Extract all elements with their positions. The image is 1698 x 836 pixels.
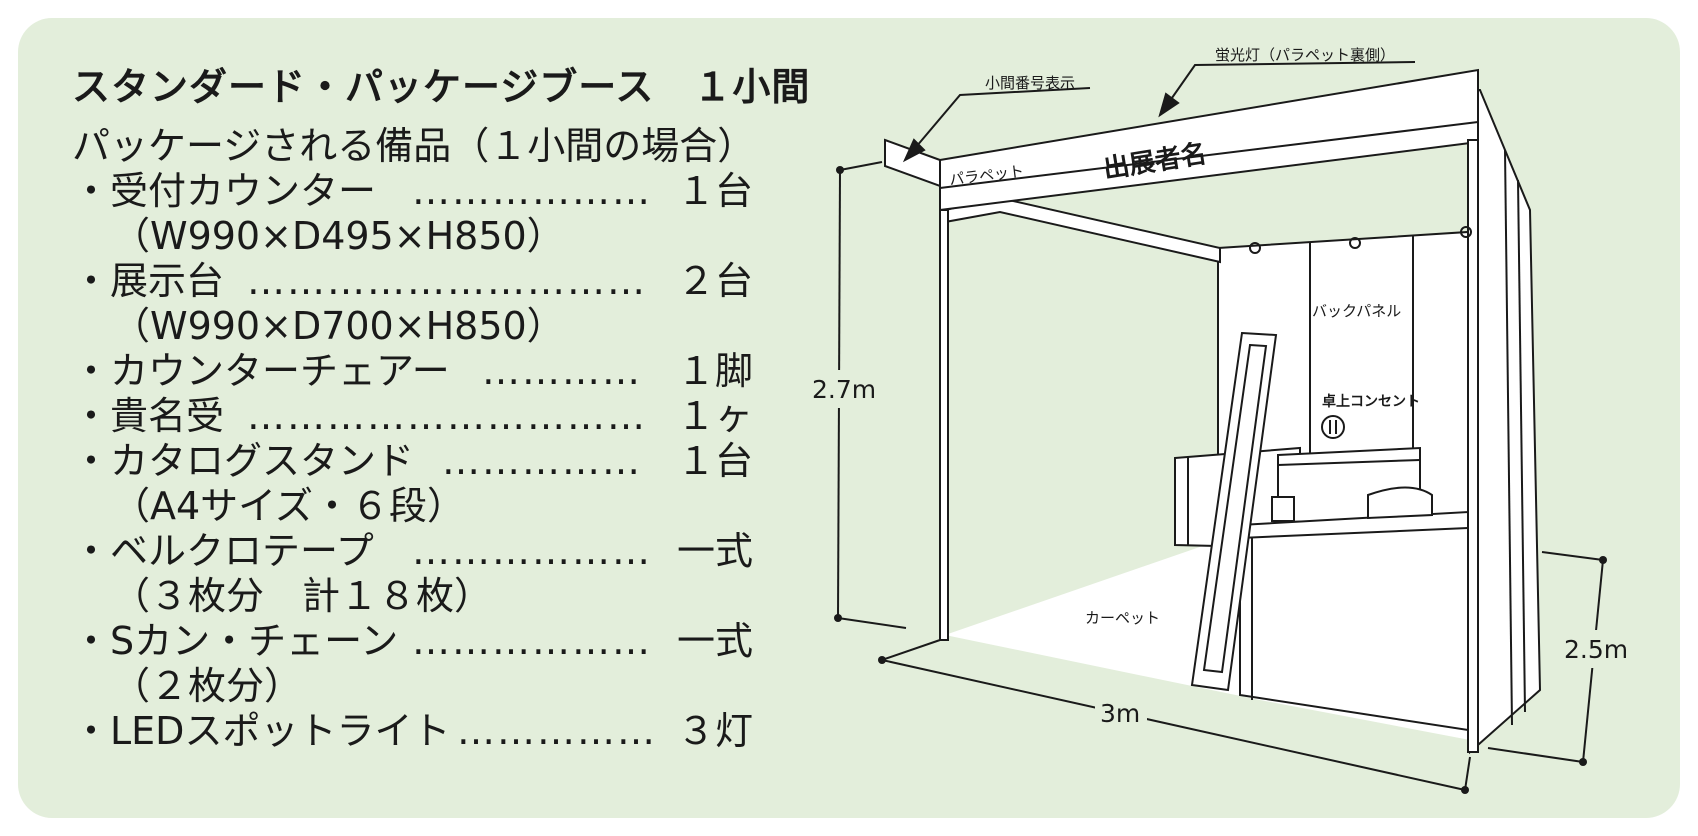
reception-counter	[1239, 510, 1469, 732]
list-item: ・受付カウンター ……………… １台	[72, 169, 772, 214]
list-subtitle: パッケージされる備品（１小間の場合）	[72, 124, 756, 168]
item-qty: １ヶ	[677, 394, 754, 438]
dim-label-bg	[1562, 630, 1638, 668]
koma-number-label: 小間番号表示	[985, 74, 1075, 92]
item-name: ・貴名受	[72, 394, 225, 438]
name-card-holder	[1271, 496, 1295, 522]
item-spec: （２枚分）	[112, 664, 303, 708]
equipment-list: パッケージされる備品（１小間の場合） ・受付カウンター ……………… １台 （W…	[72, 124, 772, 754]
wall-edge	[1504, 149, 1513, 726]
leader-dots: ………………	[412, 529, 652, 573]
outlet-label: 卓上コンセント	[1322, 393, 1420, 410]
outlet-icon	[1321, 415, 1345, 439]
table-edge	[1277, 459, 1421, 466]
width-dimension-label: 3m	[1100, 699, 1140, 728]
item-name: ・受付カウンター	[72, 169, 377, 213]
item-qty: 一式	[677, 619, 754, 663]
wall-edge	[1517, 179, 1526, 713]
item-name: ・展示台	[72, 259, 225, 303]
page-title: スタンダード・パッケージブース １小間	[72, 65, 811, 109]
item-name: ・カウンターチェアー	[72, 349, 450, 393]
item-spec: （A4サイズ・６段）	[112, 484, 466, 528]
item-name: ・カタログスタンド	[72, 439, 415, 483]
item-qty: １脚	[677, 349, 754, 393]
item-qty: ２台	[677, 259, 754, 303]
parapet-line	[939, 121, 1479, 189]
leader-dots: ……………	[457, 709, 657, 753]
list-item: ・ベルクロテープ ……………… 一式	[72, 529, 772, 574]
leader-dots: ……………	[442, 439, 642, 483]
leader-dots: ………………	[412, 619, 652, 663]
item-qty: 一式	[677, 529, 754, 573]
item-qty: １台	[677, 439, 754, 483]
spotlight-icon	[1460, 226, 1472, 238]
list-item: ・展示台 ………………………… ２台	[72, 259, 772, 304]
counter-edge	[1239, 527, 1469, 539]
side-beam	[944, 196, 1221, 264]
back-panel-label: バックパネル	[1312, 302, 1401, 320]
item-spec: （W990×D700×H850）	[112, 304, 565, 348]
width-dimension-line	[881, 659, 1466, 791]
list-item: ・カウンターチェアー ………… １脚	[72, 349, 772, 394]
carpet-label: カーペット	[1085, 609, 1160, 627]
catalog-stand-inner	[1202, 343, 1268, 674]
arrow-head-icon	[902, 138, 926, 163]
item-spec: （W990×D495×H850）	[112, 214, 565, 258]
list-item: ・貴名受 ………………………… １ヶ	[72, 394, 772, 439]
leader-dots: …………………………	[247, 259, 647, 303]
fluorescent-label: 蛍光灯（パラペット裏側）	[1215, 46, 1395, 64]
list-item: ・カタログスタンド …………… １台	[72, 439, 772, 484]
spotlight-icon	[1349, 237, 1361, 249]
front-right-pole	[1467, 139, 1479, 753]
item-name: ・Sカン・チェーン	[72, 619, 399, 663]
dim-label-bg	[1095, 692, 1147, 732]
leader-dots: …………	[482, 349, 642, 393]
dim-label-bg	[808, 370, 884, 408]
koma-number-sign	[884, 138, 941, 188]
height-dimension-label: 2.7m	[812, 375, 876, 404]
list-item: ・LEDスポットライト …………… ３灯	[72, 709, 772, 754]
list-item: ・Sカン・チェーン ……………… 一式	[72, 619, 772, 664]
leader-dots: ………………	[412, 169, 652, 213]
item-name: ・LEDスポットライト	[72, 709, 451, 753]
item-name: ・ベルクロテープ	[72, 529, 374, 573]
leader-dots: …………………………	[247, 394, 647, 438]
koma-number-leader	[904, 87, 1091, 161]
item-spec: （３枚分 計１８枚）	[112, 574, 493, 618]
arrow-head-icon	[1158, 92, 1180, 118]
item-qty: １台	[677, 169, 754, 213]
item-qty: ３灯	[677, 709, 754, 753]
counter-chair	[1367, 486, 1433, 520]
spotlight-icon	[1249, 242, 1261, 254]
front-left-pole	[939, 209, 949, 641]
depth-dimension-label: 2.5m	[1564, 635, 1628, 664]
